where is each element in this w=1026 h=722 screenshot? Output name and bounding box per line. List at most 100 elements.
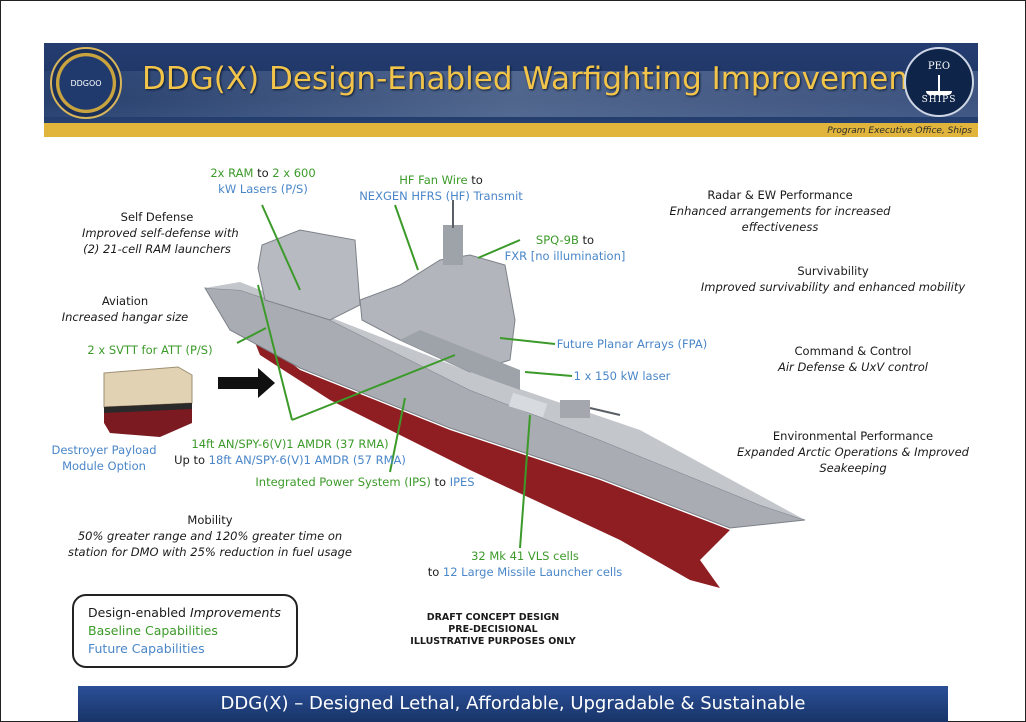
hf-fan-baseline: HF Fan Wire (399, 173, 468, 187)
module-top (103, 366, 193, 408)
draft-line2: PRE-DECISIONAL (448, 624, 538, 635)
svtt-att: for ATT (P/S) (137, 343, 213, 357)
laser150-text: 1 x 150 kW laser (573, 369, 671, 383)
seal-text: DDGOO (70, 79, 102, 88)
draft-notice: DRAFT CONCEPT DESIGN PRE-DECISIONAL ILLU… (388, 612, 598, 648)
callout-vls: 32 Mk 41 VLS cells to 12 Large Missile L… (420, 548, 630, 580)
banner-fleet-photo (44, 71, 978, 117)
callout-self-defense: Self Defense Improved self-defense with … (82, 209, 239, 257)
command-control-heading: Command & Control (794, 344, 912, 358)
callout-spq: SPQ-9B to FXR [no illumination] (500, 232, 630, 264)
ips-baseline: Integrated Power System (IPS) (255, 475, 431, 489)
mobility-heading: Mobility (187, 513, 233, 527)
amdr-future: 18ft AN/SPY-6(V)1 AMDR (57 RMA) (208, 453, 406, 467)
callout-svtt: 2 x SVTT for ATT (P/S) (62, 342, 238, 358)
leader-spq (477, 239, 521, 259)
program-office-label: Program Executive Office, Ships (827, 126, 972, 136)
callout-radar-ew: Radar & EW Performance Enhanced arrangem… (660, 187, 900, 235)
draft-line1: DRAFT CONCEPT DESIGN (426, 612, 560, 623)
leader-ips (389, 397, 406, 473)
environmental-line1: Expanded Arctic Operations & Improved (737, 445, 969, 459)
legend-future: Future Capabilities (88, 641, 205, 656)
leader-ram-lasers (261, 204, 301, 291)
payload-module-arrow (218, 368, 275, 398)
leader-amdr-b (291, 354, 456, 421)
amdr-up-to: Up to (174, 453, 209, 467)
ram-to: to (253, 166, 273, 180)
deckhouse-lower (400, 330, 520, 390)
legend-baseline: Baseline Capabilities (88, 623, 218, 638)
legend-design-enabled: Design-enabled Improvements (88, 604, 282, 622)
callout-aviation: Aviation Increased hangar size (50, 293, 200, 325)
self-defense-line1: Improved self-defense with (82, 226, 239, 240)
peo-logo-line2: SHIPS (921, 95, 957, 105)
payload-module-line2: Module Option (62, 459, 146, 473)
callout-amdr: 14ft AN/SPY-6(V)1 AMDR (37 RMA) Up to 18… (170, 436, 410, 468)
leader-laser150 (524, 371, 573, 377)
spq-to: to (578, 233, 595, 247)
callout-payload-module: Destroyer Payload Module Option (46, 442, 162, 474)
vls-future: 12 Large Missile Launcher cells (442, 565, 623, 579)
mobility-line1: 50% greater range and 120% greater time … (77, 529, 343, 543)
svtt-baseline: 2 x SVTT (87, 343, 138, 357)
command-control-line1: Air Defense & UxV control (778, 360, 928, 374)
gun-barrel (589, 407, 621, 416)
ship-deck (205, 282, 805, 520)
callout-fpa: Future Planar Arrays (FPA) (556, 336, 708, 352)
radar-ew-heading: Radar & EW Performance (707, 188, 853, 202)
footer-text: DDG(X) – Designed Lethal, Affordable, Up… (220, 693, 806, 714)
aviation-heading: Aviation (101, 294, 149, 308)
forward-gun-mount (560, 400, 590, 418)
destroyer-payload-module-graphic (103, 366, 193, 437)
peo-logo-line1: PEO (927, 61, 951, 72)
callout-leader-lines (236, 204, 573, 549)
radar-ew-line2: effectiveness (741, 220, 819, 234)
ips-to: to (430, 475, 450, 489)
callout-command-control: Command & Control Air Defense & UxV cont… (760, 343, 946, 375)
mobility-line2: station for DMO with 25% reduction in fu… (68, 545, 352, 559)
legend-design-enabled-a: Design-enabled (88, 605, 190, 620)
self-defense-heading: Self Defense (120, 210, 194, 224)
ship-mast-icon (938, 75, 940, 93)
payload-module-line1: Destroyer Payload (51, 443, 157, 457)
callout-hf-fan: HF Fan Wire to NEXGEN HFRS (HF) Transmit (348, 172, 534, 204)
header-banner: DDGOO DDG(X) Design-Enabled Warfighting … (44, 43, 978, 137)
ship-hull-icon (926, 91, 952, 95)
leader-hf-fan (394, 204, 419, 271)
spq-baseline: SPQ-9B (535, 233, 579, 247)
hull-underbody (250, 330, 730, 588)
page-title: DDG(X) Design-Enabled Warfighting Improv… (142, 61, 937, 97)
hf-fan-to: to (467, 173, 483, 187)
callout-environmental: Environmental Performance Expanded Arcti… (734, 428, 972, 476)
spq-future: FXR [no illumination] (504, 249, 626, 263)
peo-ships-logo-icon: PEO SHIPS (904, 47, 974, 117)
module-band (104, 403, 192, 413)
vls-to: to (427, 565, 443, 579)
banner-gold-strip: Program Executive Office, Ships (44, 123, 978, 137)
environmental-heading: Environmental Performance (772, 429, 934, 443)
main-mast (443, 225, 463, 265)
leader-vls (519, 414, 531, 549)
ram-laser-future: kW Lasers (P/S) (218, 182, 308, 196)
footer-banner: DDG(X) – Designed Lethal, Affordable, Up… (78, 686, 948, 722)
draft-line3: ILLUSTRATIVE PURPOSES ONLY (410, 636, 576, 647)
leader-fpa (499, 337, 556, 345)
aviation-line1: Increased hangar size (61, 310, 189, 324)
environmental-line2: Seakeeping (819, 461, 887, 475)
callout-mobility: Mobility 50% greater range and 120% grea… (60, 512, 360, 560)
survivability-heading: Survivability (797, 264, 869, 278)
leader-amdr-a (257, 284, 293, 421)
vls-baseline: 32 Mk 41 VLS cells (471, 549, 579, 563)
leader-svtt (236, 327, 267, 344)
callout-survivability: Survivability Improved survivability and… (700, 263, 966, 295)
callout-laser150: 1 x 150 kW laser (570, 368, 674, 384)
survivability-line1: Improved survivability and enhanced mobi… (700, 280, 966, 294)
forward-superstructure (359, 254, 516, 373)
callout-ram-lasers: 2x RAM to 2 x 600 kW Lasers (P/S) (188, 165, 338, 197)
hf-fan-future: NEXGEN HFRS (HF) Transmit (359, 189, 523, 203)
amdr-baseline: 14ft AN/SPY-6(V)1 AMDR (37 RMA) (191, 437, 389, 451)
ram-baseline: 2x RAM (210, 166, 254, 180)
ips-future: IPES (449, 475, 475, 489)
legend-design-enabled-b: Improvements (189, 605, 281, 620)
